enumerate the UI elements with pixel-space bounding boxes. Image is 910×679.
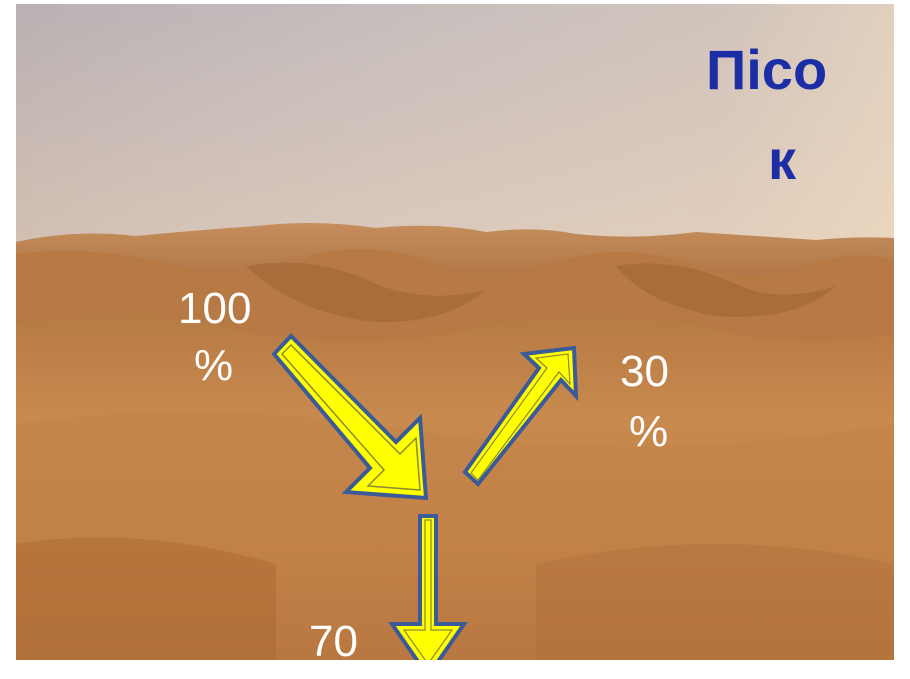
absorbed-arrow-icon: [388, 514, 468, 660]
arrows-layer: [271, 333, 579, 660]
reflected-arrow-icon: [462, 345, 579, 487]
reflected-percent-unit: %: [629, 407, 669, 456]
reflected-percent-value: 30: [620, 347, 669, 396]
incoming-arrow-icon: [271, 333, 429, 501]
slide: Пісо к 100 % 30 % 70: [16, 4, 894, 660]
absorbed-percent-value: 70: [309, 617, 358, 661]
incoming-percent-value: 100: [178, 284, 252, 333]
title-line-1: Пісо: [706, 38, 828, 101]
desert-background: [16, 4, 894, 660]
title-line-2: к: [768, 128, 797, 191]
incoming-percent-unit: %: [194, 341, 234, 390]
